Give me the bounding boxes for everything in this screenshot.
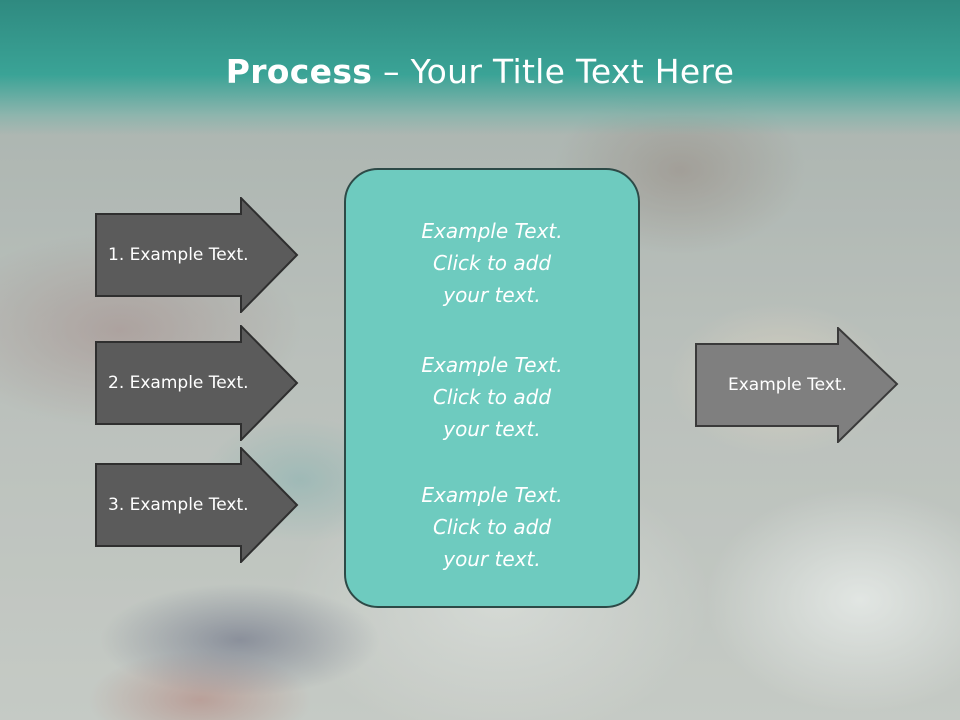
arrow-right-shape	[95, 447, 299, 563]
left-arrow-2[interactable]: 2. Example Text.	[95, 325, 299, 441]
title-banner	[0, 0, 960, 135]
slide-title[interactable]: Process – Your Title Text Here	[0, 52, 960, 91]
block-line: your text.	[443, 283, 541, 307]
block-line: Click to add	[432, 251, 552, 275]
block-line: Click to add	[432, 515, 552, 539]
left-arrow-label: 1. Example Text.	[108, 245, 249, 265]
center-text-box[interactable]: Example Text. Click to add your text. Ex…	[344, 168, 640, 608]
left-arrow-label: 2. Example Text.	[108, 373, 249, 393]
left-arrow-3[interactable]: 3. Example Text.	[95, 447, 299, 563]
left-arrow-1[interactable]: 1. Example Text.	[95, 197, 299, 313]
left-arrow-label: 3. Example Text.	[108, 495, 249, 515]
arrow-right-shape	[95, 197, 299, 313]
title-rest: – Your Title Text Here	[372, 52, 735, 91]
block-line: Example Text.	[421, 219, 563, 243]
title-bold: Process	[225, 52, 373, 91]
center-text-block-2: Example Text. Click to add your text.	[346, 349, 638, 445]
arrow-right-shape	[95, 325, 299, 441]
block-line: Example Text.	[421, 483, 563, 507]
right-arrow[interactable]: Example Text.	[695, 327, 899, 443]
block-line: your text.	[443, 417, 541, 441]
block-line: Click to add	[432, 385, 552, 409]
center-text-block-3: Example Text. Click to add your text.	[346, 479, 638, 575]
right-arrow-label: Example Text.	[728, 375, 847, 395]
block-line: your text.	[443, 547, 541, 571]
block-line: Example Text.	[421, 353, 563, 377]
center-text-block-1: Example Text. Click to add your text.	[346, 215, 638, 311]
arrow-right-shape	[695, 327, 899, 443]
